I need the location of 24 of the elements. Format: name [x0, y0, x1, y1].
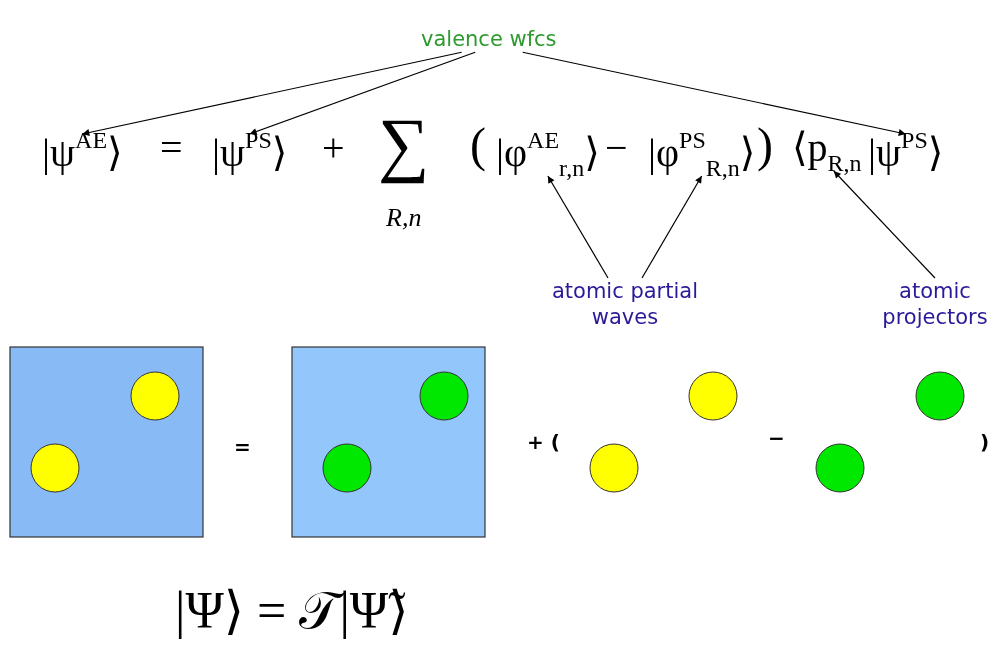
math-term: ⟨p$_{R,n}$ — [792, 128, 862, 175]
arrow — [641, 175, 703, 279]
minus-sign: − — [605, 128, 628, 168]
math-term: |φ$^{PS}$$_{R,n}$⟩ — [648, 128, 756, 180]
arrow — [833, 170, 936, 279]
plus-parenthesis: + ( — [527, 432, 560, 452]
arrow — [249, 51, 476, 135]
arrow — [81, 51, 463, 136]
equals-sign: = — [234, 437, 251, 457]
arrow — [547, 175, 609, 279]
annotation-label: atomic partial waves — [540, 278, 710, 331]
valence-label: valence wfcs — [421, 26, 557, 53]
math-term: |ψ$^{AE}$⟩ — [42, 128, 123, 173]
math-term: |ψ$^{PS}$⟩ — [212, 128, 288, 173]
annotation-label: atomic projectors — [880, 278, 990, 331]
state-equation: |Ψ⟩ = 𝒯|Ψ̃⟩ — [175, 585, 409, 637]
plus-sign: + — [322, 128, 345, 168]
math-term: |φ$^{AE}$$_{r,n}$⟩ — [496, 128, 600, 180]
arrow — [522, 51, 907, 136]
minus-sign: − — [768, 428, 785, 448]
math-term: |ψ$^{PS}$⟩ — [868, 128, 944, 173]
parenthesis: ) — [980, 432, 990, 452]
equals-sign: = — [160, 128, 183, 168]
summation-index: R,n — [386, 205, 422, 231]
